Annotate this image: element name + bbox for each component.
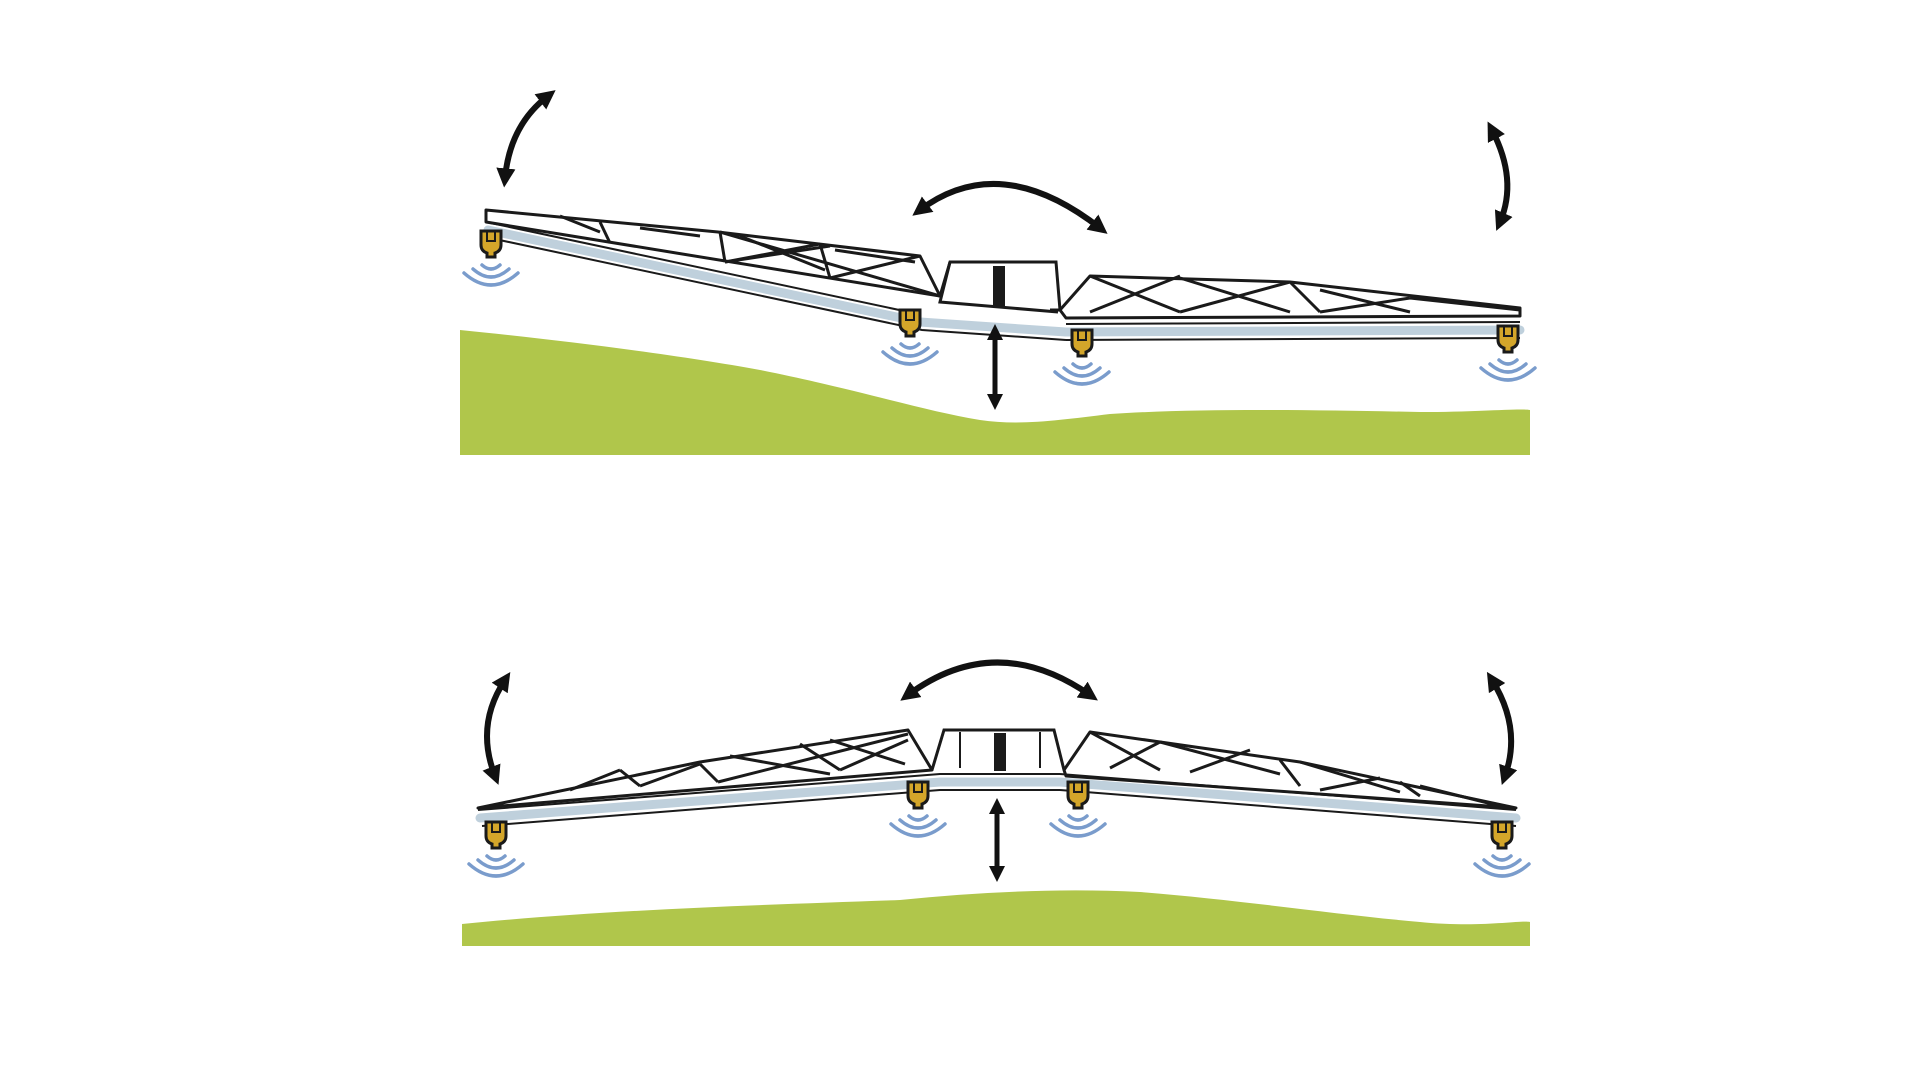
boom-center-frame [938, 260, 1062, 314]
truss-right [1062, 730, 1518, 810]
boom-center-roll-arrow-icon [912, 181, 1108, 234]
diagram-uneven-terrain [460, 90, 1537, 455]
truss-right [1058, 274, 1522, 320]
boom-bar-left [475, 777, 1065, 823]
boom-center-roll-arrow-icon [900, 659, 1098, 701]
ultrasonic-sensor-icon [1053, 328, 1111, 386]
boom-right-tilt-arrow-icon [1487, 121, 1513, 231]
boom-left-tilt-arrow-icon [482, 672, 511, 785]
ultrasonic-sensor-icon [1473, 820, 1531, 878]
ultrasonic-sensor-icon [467, 820, 525, 878]
ground-sloped [460, 330, 1530, 455]
boom-left-tilt-arrow-icon [496, 90, 556, 188]
boom-center-frame [930, 728, 1066, 771]
truss-left [484, 208, 942, 298]
truss-left [476, 728, 934, 810]
boom-right-tilt-arrow-icon [1486, 671, 1518, 786]
diagram-raised-terrain [462, 659, 1531, 946]
boom-bar-right [1055, 777, 1521, 823]
boom-bar-right [1061, 325, 1525, 337]
ground-raised [462, 890, 1530, 946]
